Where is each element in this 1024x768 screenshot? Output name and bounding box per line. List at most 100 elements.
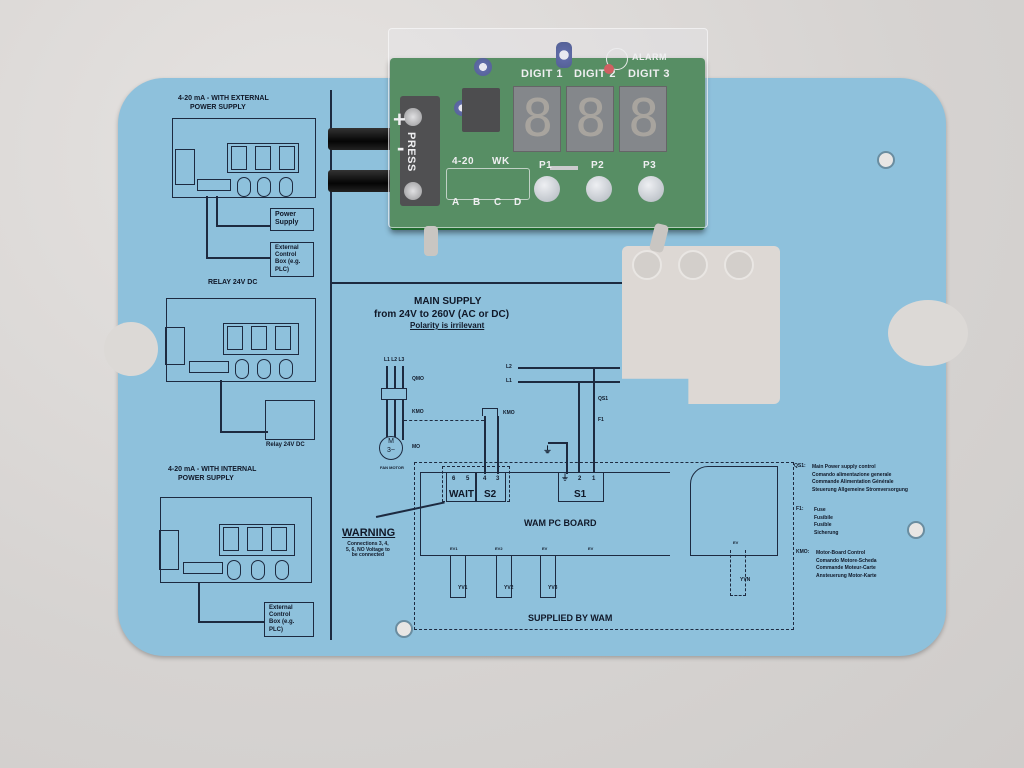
main-supply-title: MAIN SUPPLY <box>414 296 482 307</box>
valve-label: YV1 <box>458 585 468 591</box>
wam-pc-board-label: WAM PC BOARD <box>524 518 597 528</box>
panel1-title: 4-20 mA - WITH EXTERNAL <box>178 95 269 102</box>
relay-box <box>265 400 315 440</box>
left-notch <box>104 322 158 376</box>
main-supply-range: from 24V to 260V (AC or DC) <box>374 309 510 320</box>
mount-hole <box>877 151 895 169</box>
term-wk-label: WK <box>492 156 510 167</box>
digit1-label: DIGIT 1 <box>521 68 564 80</box>
motor-label: MO <box>412 444 421 450</box>
seven-segment-digit-2: 8 <box>566 86 614 152</box>
alarm-led-ring <box>606 48 628 70</box>
p1-button[interactable] <box>534 176 560 202</box>
fan-motor-label: FAN MOTOR <box>380 465 404 470</box>
valve-label: YVN <box>740 577 751 583</box>
pressure-sensor <box>400 96 440 206</box>
pin-a: A <box>452 197 460 208</box>
seven-segment-digit-1: 8 <box>513 86 561 152</box>
p2-label: P2 <box>591 160 605 171</box>
mini-board <box>159 497 312 583</box>
ev-label: EV <box>588 546 594 551</box>
pressure-tube <box>328 128 400 150</box>
s2-label: S2 <box>484 489 497 500</box>
term-4-20-label: 4-20 <box>452 156 475 167</box>
mini-board <box>172 118 316 198</box>
alarm-led <box>604 64 614 74</box>
terminal-5: 5 <box>466 476 470 482</box>
ground-icon: ⏚ <box>543 445 553 455</box>
pressure-tube <box>328 170 400 192</box>
pin-b: B <box>473 197 481 208</box>
terminal-4: 4 <box>483 476 487 482</box>
polarity-note: Polarity is irrilevant <box>410 321 485 330</box>
clear-acrylic-cover <box>388 28 708 228</box>
screw-icon <box>404 108 422 126</box>
pin-d: D <box>514 197 522 208</box>
wait-terminal <box>446 472 476 502</box>
s2-terminal <box>476 472 506 502</box>
qmo-label: QMO <box>412 376 424 382</box>
p3-button[interactable] <box>638 176 664 202</box>
button-well <box>632 250 662 280</box>
p1-label: P1 <box>539 160 553 171</box>
terminal-2: 2 <box>578 476 582 482</box>
button-well <box>678 250 708 280</box>
supplied-by-wam-frame <box>414 462 794 630</box>
panel3-subtitle: POWER SUPPLY <box>178 475 234 482</box>
wam-pc-board-right <box>690 466 778 556</box>
wam-pc-board <box>420 472 670 556</box>
panel1-subtitle: POWER SUPPLY <box>190 104 246 111</box>
supplied-by-wam-label: SUPPLIED BY WAM <box>528 613 613 623</box>
mount-hole <box>395 620 413 638</box>
kmo-label: KMO <box>503 410 515 416</box>
panel2-title: RELAY 24V DC <box>208 279 258 286</box>
s1-terminal <box>558 472 604 502</box>
minus-label: - <box>397 135 405 160</box>
terminal-6: 6 <box>452 476 456 482</box>
p2-button[interactable] <box>586 176 612 202</box>
legend-key: KMO: <box>796 549 810 555</box>
alarm-label: ALARM <box>632 52 667 62</box>
valve-label: YV2 <box>504 585 514 591</box>
legend-key: F1: <box>796 506 804 512</box>
ic-chip <box>462 88 500 132</box>
l2-label: L2 <box>506 364 512 370</box>
warning-title: WARNING <box>342 527 396 539</box>
plus-label: + <box>393 107 407 132</box>
f1-label: F1 <box>598 417 604 423</box>
terminal-3: 3 <box>496 476 500 482</box>
right-notch <box>888 300 968 366</box>
valve-wiring <box>450 556 466 598</box>
valve-label: YV3 <box>548 585 558 591</box>
pin-c: C <box>494 197 502 208</box>
valve-wiring <box>540 556 556 598</box>
legend-key: QS1: <box>794 463 806 469</box>
ev-label: EV <box>733 540 739 545</box>
ev-label: EV2 <box>495 546 503 551</box>
terminal-block <box>446 168 530 200</box>
kmo-label: KMO <box>412 409 424 415</box>
l1-label: L1 <box>506 378 512 384</box>
divider-line <box>330 90 332 640</box>
standoff <box>424 226 438 256</box>
divider-line <box>332 282 622 284</box>
relay-label: Relay 24V DC <box>266 442 305 448</box>
ev-label: EV1 <box>450 546 458 551</box>
screw-icon <box>404 182 422 200</box>
breaker-symbol <box>381 388 407 400</box>
mount-hole <box>907 521 925 539</box>
power-supply-box: Power Supply <box>270 208 314 231</box>
panel3-title: 4-20 mA - WITH INTERNAL <box>168 466 257 473</box>
wait-label: WAIT <box>449 489 474 500</box>
ev-label: EV <box>542 546 548 551</box>
phase-labels: L1 L2 L3 <box>384 357 405 363</box>
valve-wiring <box>496 556 512 598</box>
qs1-label: QS1 <box>598 396 609 402</box>
